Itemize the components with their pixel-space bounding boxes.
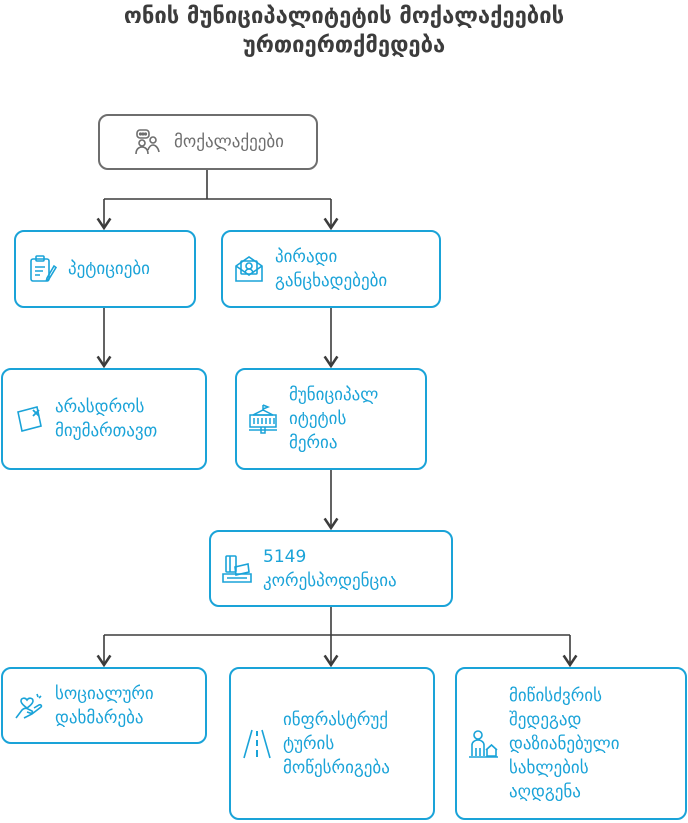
node-earthquake-housing: მიწისძვრის შედეგად დაზიანებული სახლების … [455,667,687,820]
government-building-icon [247,403,279,435]
diagram-title: ონის მუნიციპალიტეტის მოქალაქეების ურთიერ… [0,2,688,60]
node-petitions: პეტიციები [14,230,196,308]
node-correspondence-line-1: 5149 [263,546,307,567]
road-icon [241,728,273,760]
node-earthquake-housing-line-5: აღდგენა [509,781,581,802]
node-infrastructure-line-2: ტურის [283,733,335,754]
node-earthquake-housing-line-4: სახლების [509,757,589,778]
node-never-addressed-label: არასდროს მიუმართავთ [55,395,195,443]
node-municipality-mayor-line-3: მერია [289,433,338,453]
node-earthquake-housing-line-3: დაზიანებული [509,733,620,754]
people-chat-icon [132,126,164,158]
node-social-aid-label: სოციალური დახმარება [55,682,195,730]
title-line-2: ურთიერთქმედება [242,33,446,58]
node-never-addressed-line-1: არასდროს [55,397,145,417]
envelope-letter-icon [233,253,265,285]
node-correspondence-label: 5149 კორესპოდენცია [263,545,441,593]
node-correspondence: 5149 კორესპოდენცია [209,530,453,607]
node-municipality-mayor: მუნიციპალ იტეტის მერია [235,368,427,470]
node-infrastructure: ინფრასტრუქ ტურის მოწესრიგება [229,667,435,820]
node-social-aid-line-2: დახმარება [55,707,144,728]
node-earthquake-housing-line-2: შედეგად [509,709,582,730]
node-earthquake-housing-label: მიწისძვრის შედეგად დაზიანებული სახლების … [509,684,675,804]
node-personal-statements-label: პირადი განცხადებები [275,245,429,293]
node-personal-statements: პირადი განცხადებები [221,230,441,308]
node-never-addressed-line-2: მიუმართავთ [55,421,158,441]
node-municipality-mayor-label: მუნიციპალ იტეტის მერია [289,383,415,455]
mailbox-icon [221,553,253,585]
node-social-aid: სოციალური დახმარება [1,667,207,744]
title-line-1: ონის მუნიციპალიტეტის მოქალაქეების [123,4,565,29]
node-municipality-mayor-line-1: მუნიციპალ [289,385,379,405]
node-citizens: მოქალაქეები [98,114,318,170]
node-infrastructure-label: ინფრასტრუქ ტურის მოწესრიგება [283,708,423,780]
node-never-addressed: არასდროს მიუმართავთ [1,368,207,470]
node-social-aid-line-1: სოციალური [55,683,154,704]
edge-correspondence-branch [104,607,570,636]
hand-heart-icon [13,690,45,722]
node-petitions-label: პეტიციები [68,259,150,279]
edge-citizens-branch [104,170,331,200]
person-house-icon [467,728,499,760]
node-citizens-label: მოქალაქეები [174,132,284,152]
node-correspondence-line-2: კორესპოდენცია [263,570,397,591]
node-municipality-mayor-line-2: იტეტის [289,409,347,429]
node-infrastructure-line-3: მოწესრიგება [283,757,390,778]
note-x-icon [13,403,45,435]
node-personal-statements-line-1: პირადი [275,247,338,267]
node-earthquake-housing-line-1: მიწისძვრის [509,685,602,706]
node-personal-statements-line-2: განცხადებები [275,271,388,291]
node-infrastructure-line-1: ინფრასტრუქ [283,709,389,730]
clipboard-pen-icon [26,253,58,285]
